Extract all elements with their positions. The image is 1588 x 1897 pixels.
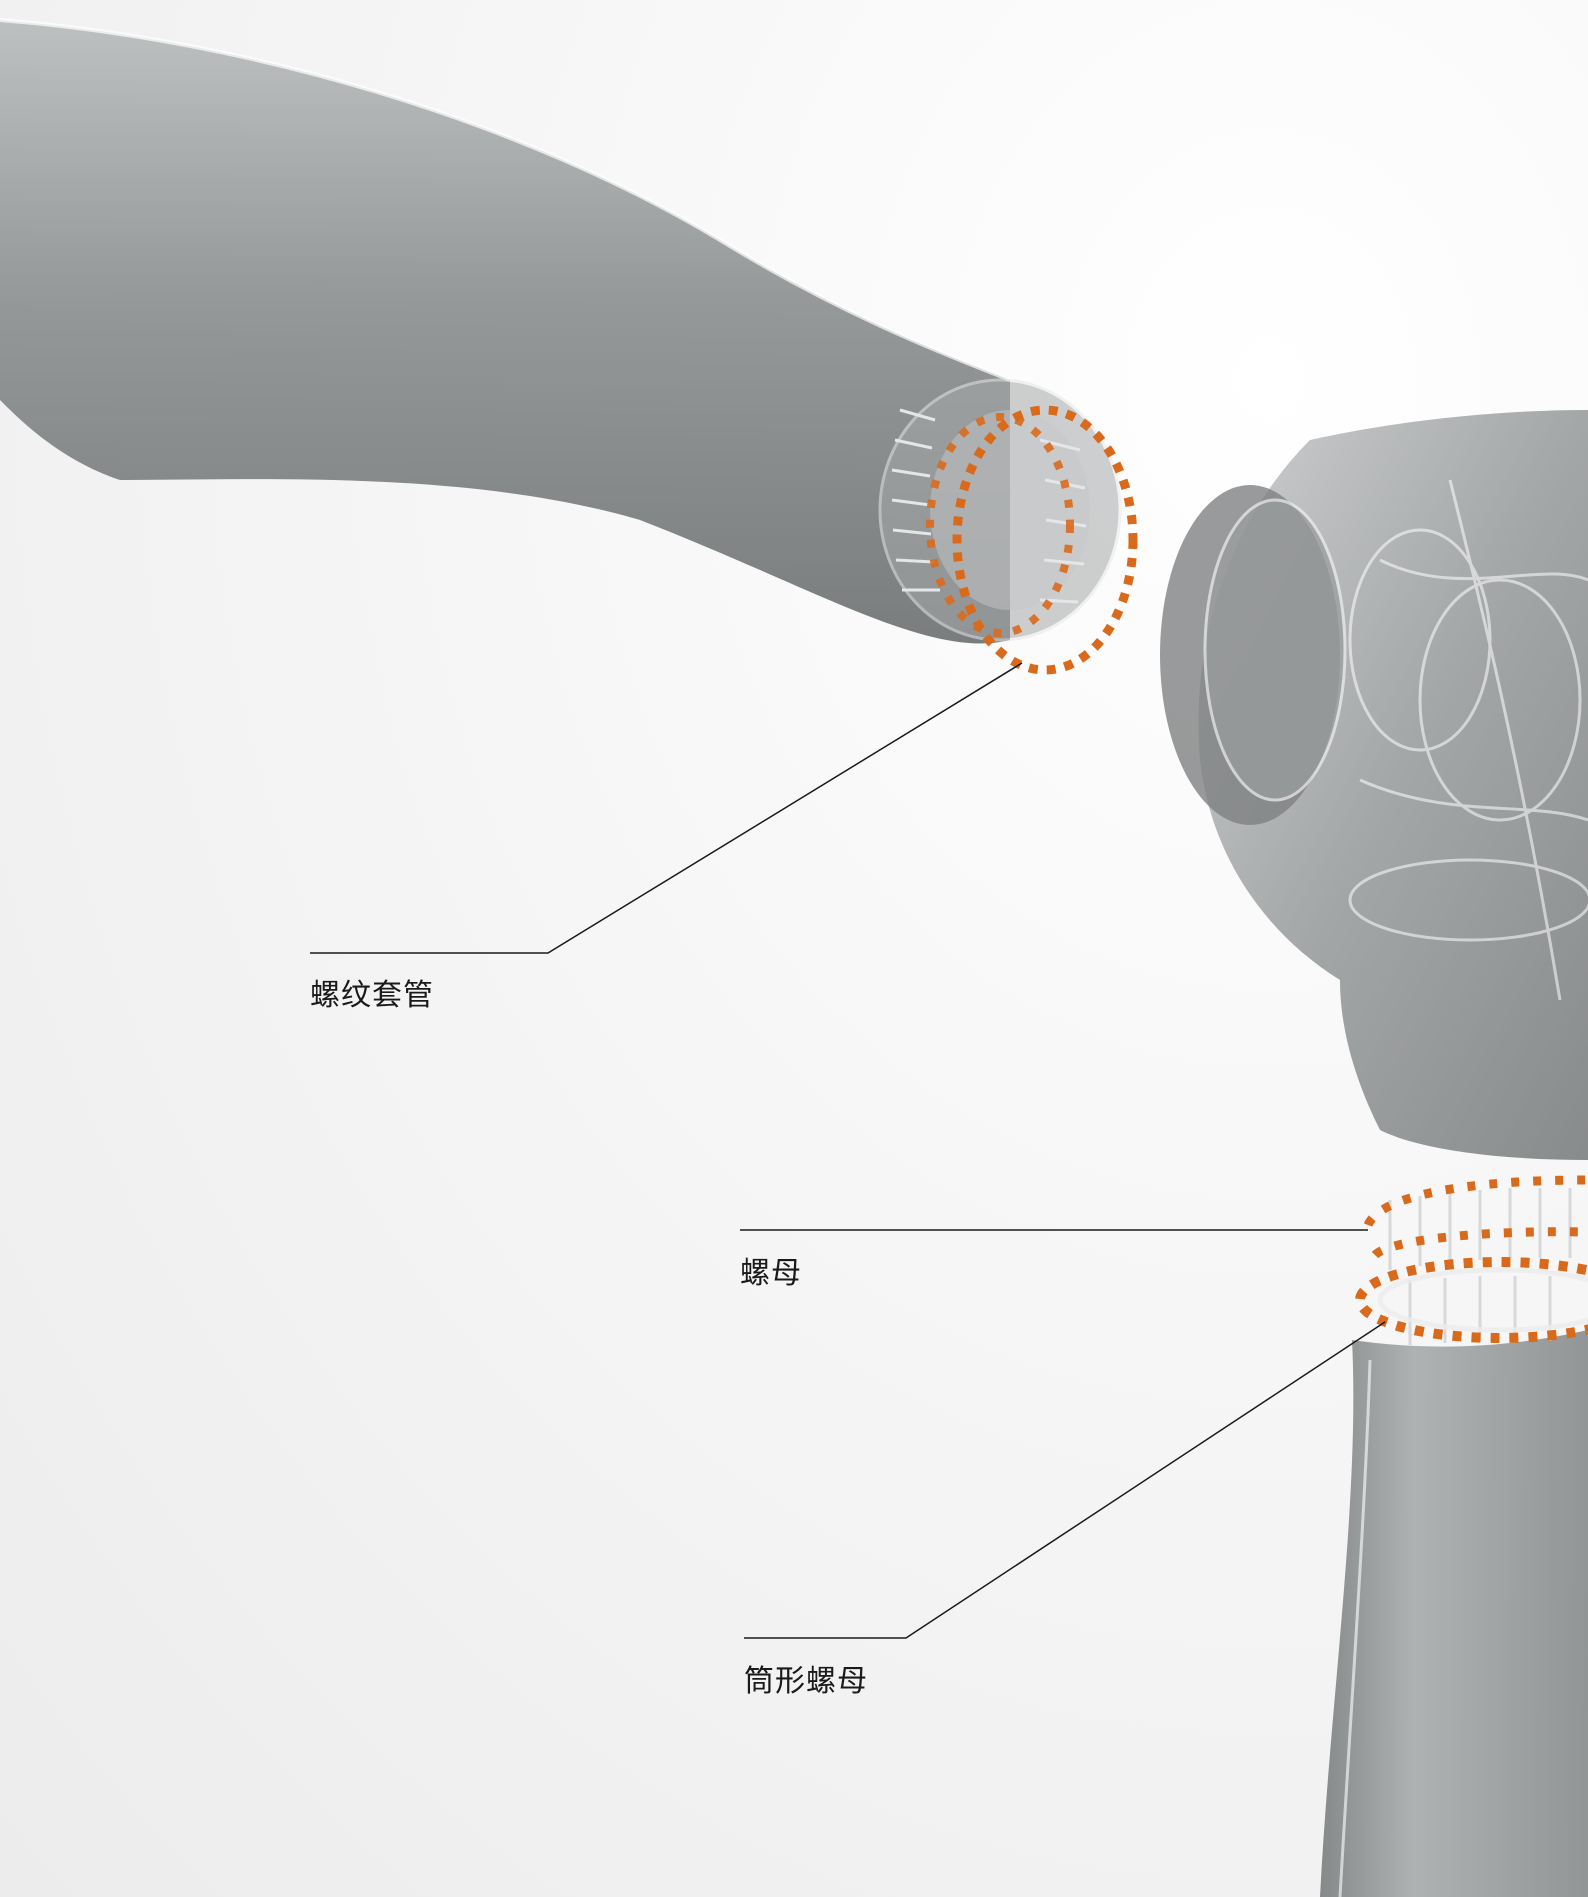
tower-top-bolts bbox=[1360, 1180, 1588, 1345]
nacelle-hub bbox=[1160, 410, 1588, 1160]
label-nut: 螺母 bbox=[740, 1248, 802, 1292]
label-threaded-sleeve: 螺纹套管 bbox=[310, 970, 434, 1014]
leader-barrel-nut bbox=[744, 1322, 1385, 1638]
rotor-blade bbox=[0, 20, 1133, 670]
nut-ring-upper bbox=[1368, 1180, 1588, 1225]
tower bbox=[1320, 1330, 1588, 1897]
leader-threaded-sleeve bbox=[310, 663, 1022, 953]
label-barrel-nut: 筒形螺母 bbox=[744, 1656, 868, 1700]
